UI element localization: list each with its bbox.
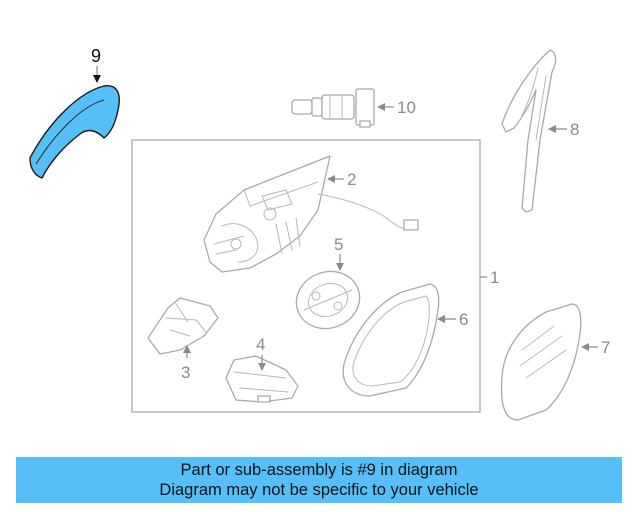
callout-8: 8 — [570, 120, 579, 139]
part-10-lamp[interactable] — [291, 88, 375, 128]
part-2-mirror-base[interactable] — [203, 155, 419, 273]
callout-1: 1 — [490, 268, 499, 287]
banner-line-1: Part or sub-assembly is #9 in diagram — [180, 461, 458, 479]
callout-9: 9 — [91, 46, 101, 66]
callout-4: 4 — [256, 335, 265, 354]
part-9-mirror-cover[interactable] — [29, 85, 120, 179]
part-7-glass[interactable] — [500, 303, 582, 421]
callout-6: 6 — [459, 310, 468, 329]
callout-5: 5 — [334, 235, 343, 254]
part-6-mirror-glass-frame[interactable] — [342, 283, 440, 397]
part-4-lamp-unit[interactable] — [225, 355, 299, 403]
callout-2: 2 — [347, 170, 356, 189]
callout-10: 10 — [397, 98, 416, 117]
banner-line-2: Diagram may not be specific to your vehi… — [159, 481, 479, 499]
part-8-trim-strip[interactable] — [501, 49, 557, 213]
info-banner: Part or sub-assembly is #9 in diagram Di… — [16, 457, 622, 503]
callout-3: 3 — [181, 363, 190, 382]
assembly-frame — [131, 139, 481, 413]
callout-7: 7 — [601, 338, 610, 357]
part-3-lower-cover[interactable] — [147, 297, 219, 355]
part-5-motor[interactable] — [288, 263, 367, 338]
